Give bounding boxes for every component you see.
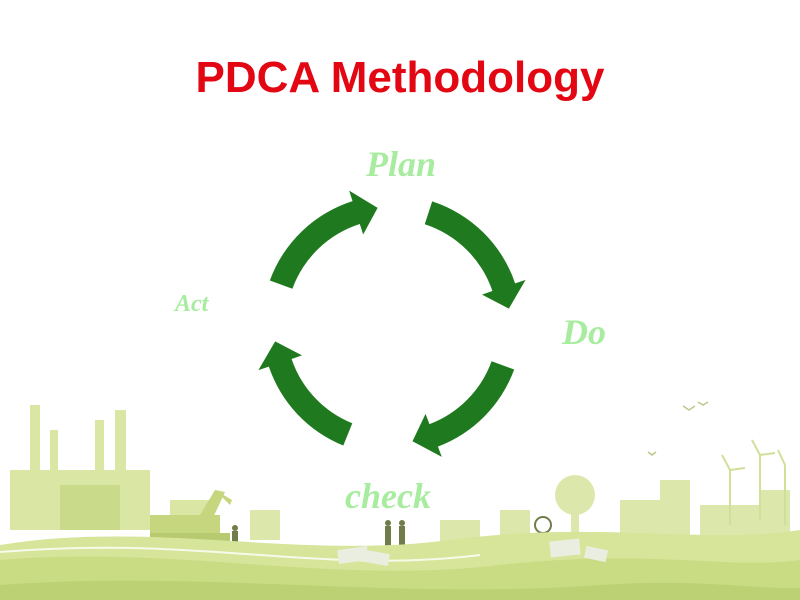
label-act: Act [175,291,209,317]
wind-turbines [721,439,786,525]
people-silhouettes [232,516,552,551]
cycle-arrows [258,190,526,457]
label-check: check [345,476,431,516]
excavator-silhouette [150,490,232,543]
birds [647,401,709,456]
label-do: Do [562,312,606,352]
arrow-check-to-act [258,341,353,446]
slide-title: PDCA Methodology [195,53,605,102]
ground-waves [0,530,800,600]
arrow-do-to-check [412,361,515,457]
road-blocks [337,538,609,566]
arrow-plan-to-do [424,201,526,309]
label-plan: Plan [366,144,437,184]
arrow-act-to-plan [269,190,378,289]
